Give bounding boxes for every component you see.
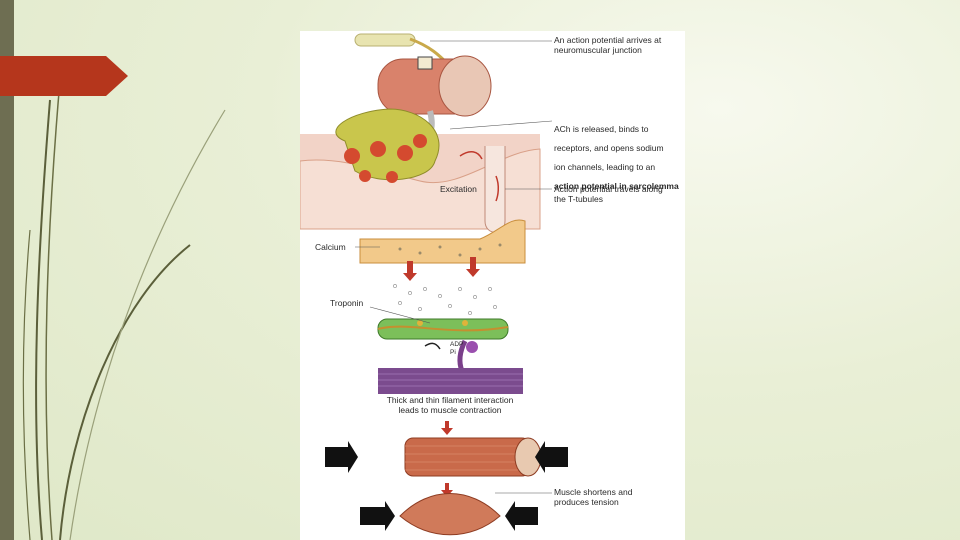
nerve-fiber-illustration: [354, 33, 492, 138]
label-action-potential-arrives: An action potential arrives at neuromusc…: [554, 35, 662, 55]
label-t-tubules: Action potential travels along the T-tub…: [554, 184, 663, 204]
left-sidebar-bar: [0, 0, 14, 540]
synapse-illustration: [300, 108, 541, 233]
label-adp: ADP: [450, 341, 464, 348]
label-ach-line1: ACh is released, binds to: [554, 123, 649, 134]
thick-filament-illustration: [378, 368, 523, 394]
title-accent-arrow: [0, 56, 128, 96]
leader-lines: [355, 40, 553, 494]
label-filament-interaction: Thick and thin filament interaction lead…: [386, 395, 514, 415]
label-ach-line4: action potential in sarcolemma: [554, 180, 679, 191]
label-calcium: Calcium: [315, 242, 346, 252]
muscle-fiber-illustration: [325, 437, 568, 477]
label-muscle-shortens: Muscle shortens and produces tension: [554, 487, 633, 507]
label-excitation: Excitation: [440, 184, 477, 194]
label-ach-released: ACh is released, binds to receptors, and…: [554, 115, 679, 201]
contracted-muscle-illustration: [360, 493, 538, 536]
label-pi: Pi: [450, 349, 456, 356]
label-ach-line2: receptors, and opens sodium: [554, 142, 664, 153]
sarcoplasmic-reticulum-illustration: [359, 219, 526, 281]
figure-illustration: [300, 33, 568, 536]
label-troponin: Troponin: [330, 298, 364, 308]
muscle-contraction-figure: An action potential arrives at neuromusc…: [300, 31, 685, 540]
label-ach-line3: ion channels, leading to an: [554, 161, 656, 172]
decorative-grass-strokes: [22, 79, 226, 540]
thin-filament-illustration: [377, 318, 509, 372]
